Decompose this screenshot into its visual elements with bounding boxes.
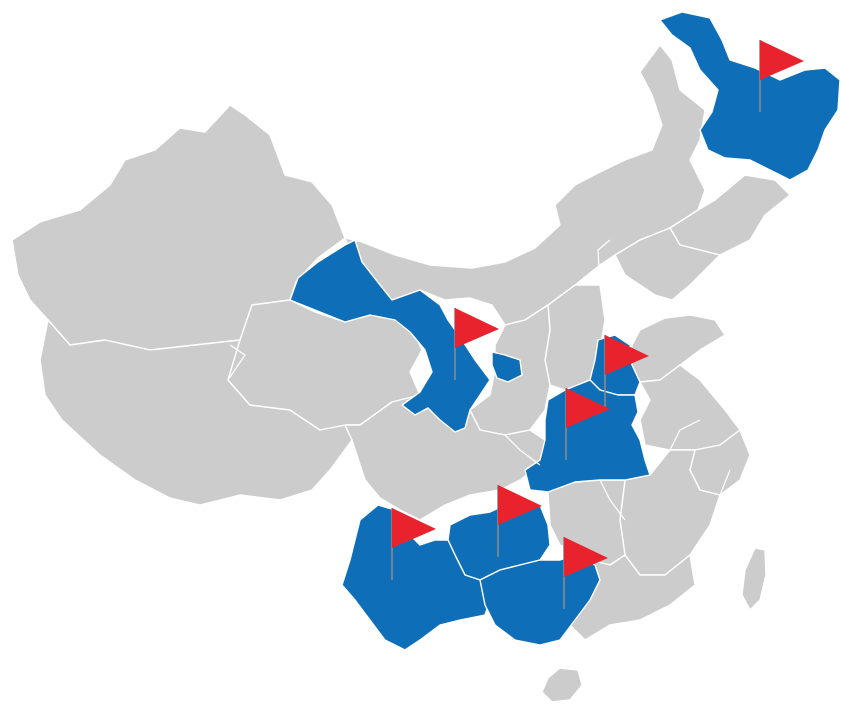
region-tibet — [39, 319, 353, 506]
flag-icon — [760, 40, 804, 80]
flag-icon — [605, 335, 649, 375]
flag-icon — [566, 388, 610, 428]
flag-yunnan — [391, 508, 436, 580]
region-taiwan — [741, 547, 767, 611]
flag-icon — [455, 308, 499, 348]
flag-hebei — [604, 335, 649, 407]
flags-layer — [391, 40, 804, 609]
flag-guangxi — [563, 537, 608, 609]
flag-ningxia — [454, 308, 499, 380]
flag-icon — [564, 537, 608, 577]
region-liaoning — [614, 227, 721, 301]
region-hainan — [541, 667, 583, 703]
base-regions — [11, 44, 791, 703]
region-gansu — [289, 239, 491, 433]
province-borders — [227, 239, 731, 521]
flag-heilongjiang — [759, 40, 804, 112]
flag-guizhou — [497, 485, 542, 557]
region-guangxi — [479, 554, 601, 646]
region-henan-hubei — [524, 379, 651, 493]
flag-icon — [498, 485, 542, 525]
region-ningxia — [491, 351, 523, 383]
flag-icon — [392, 508, 436, 548]
region-heilongjiang — [659, 11, 841, 181]
region-yunnan — [341, 504, 491, 651]
flag-henan — [565, 388, 610, 460]
